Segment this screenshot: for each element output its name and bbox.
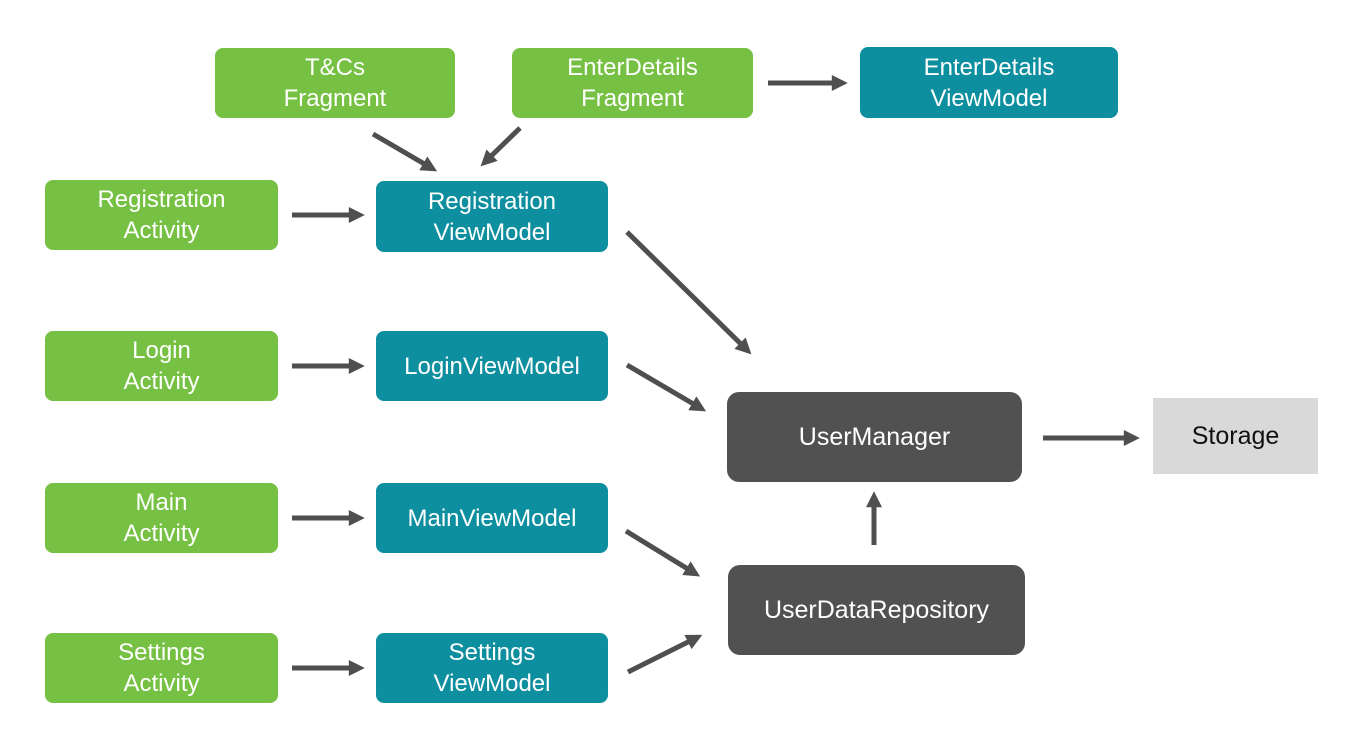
arrow-registration-viewmodel-to-user-manager xyxy=(625,230,752,355)
node-login-viewmodel-label: LoginViewModel xyxy=(404,352,580,380)
node-login-activity-label: Login Activity xyxy=(123,337,200,395)
node-main-viewmodel-label: MainViewModel xyxy=(407,504,577,532)
node-storage: Storage xyxy=(1153,398,1318,474)
node-main-viewmodel: MainViewModel xyxy=(376,483,608,553)
arrow-login-viewmodel-to-user-manager xyxy=(625,362,707,412)
node-settings-activity-label: Settings Activity xyxy=(118,639,205,697)
node-enterdetails-fragment: EnterDetails Fragment xyxy=(512,48,753,118)
node-user-data-repository-label: UserDataRepository xyxy=(763,595,990,624)
node-main-activity: Main Activity xyxy=(45,483,278,553)
node-user-data-repository: UserDataRepository xyxy=(728,565,1025,655)
node-user-manager-label: UserManager xyxy=(798,422,951,451)
node-storage-label: Storage xyxy=(1191,421,1280,450)
arrow-settings-viewmodel-to-user-data-repository xyxy=(626,634,703,675)
node-settings-activity: Settings Activity xyxy=(45,633,278,703)
node-registration-viewmodel-label: Registration ViewModel xyxy=(427,187,557,246)
node-login-activity: Login Activity xyxy=(45,331,278,401)
node-settings-viewmodel-label: Settings ViewModel xyxy=(433,639,551,697)
arrow-tcs-fragment-to-registration-viewmodel xyxy=(371,131,438,172)
node-login-viewmodel: LoginViewModel xyxy=(376,331,608,401)
node-enterdetails-viewmodel: EnterDetails ViewModel xyxy=(860,47,1118,118)
arrow-enterdetails-fragment-to-registration-viewmodel xyxy=(480,126,522,167)
node-registration-activity: Registration Activity xyxy=(45,180,278,250)
node-main-activity-label: Main Activity xyxy=(123,489,200,547)
node-enterdetails-viewmodel-label: EnterDetails ViewModel xyxy=(923,53,1055,112)
node-tcs-fragment-label: T&Cs Fragment xyxy=(283,54,387,112)
node-user-manager: UserManager xyxy=(727,392,1022,482)
node-registration-activity-label: Registration Activity xyxy=(97,186,226,244)
node-enterdetails-fragment-label: EnterDetails Fragment xyxy=(567,54,698,112)
arrow-main-viewmodel-to-user-data-repository xyxy=(624,528,701,577)
node-tcs-fragment: T&Cs Fragment xyxy=(215,48,455,118)
node-registration-viewmodel: Registration ViewModel xyxy=(376,181,608,252)
node-settings-viewmodel: Settings ViewModel xyxy=(376,633,608,703)
